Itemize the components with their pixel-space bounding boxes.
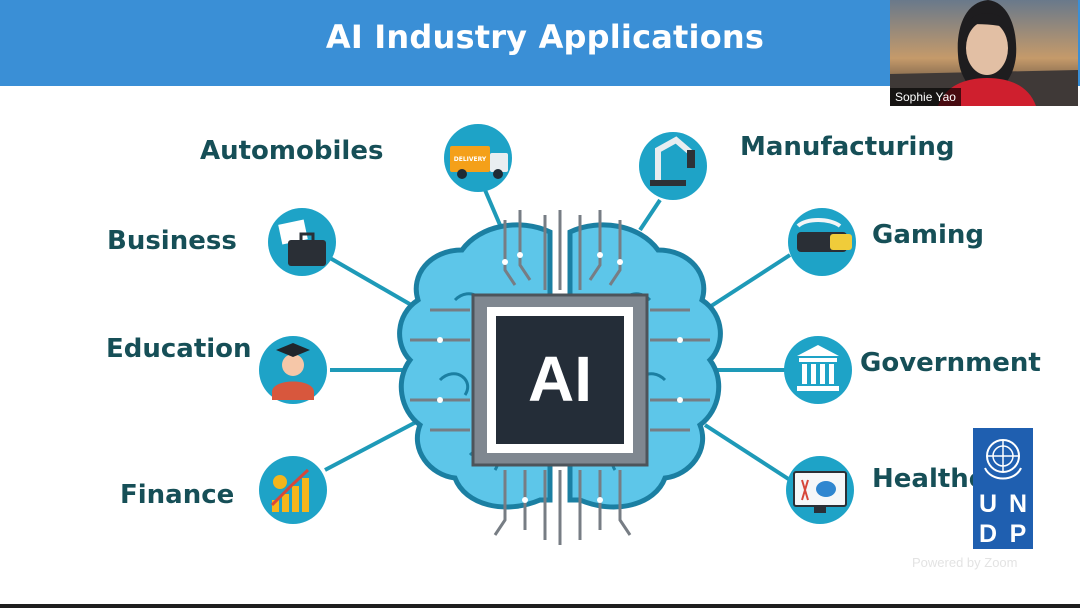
- finance-label: Finance: [120, 480, 235, 510]
- slide-title: AI Industry Applications: [325, 18, 765, 56]
- participant-avatar: [890, 0, 1078, 106]
- healthcare-monitor-icon: [786, 456, 854, 524]
- participant-name: Sophie Yao: [890, 88, 961, 106]
- undp-letter-u: U: [978, 490, 998, 518]
- un-emblem-icon: [984, 439, 1022, 480]
- automobiles-label: Automobiles: [200, 136, 384, 166]
- ai-chip: [471, 293, 649, 467]
- government-building-icon: [784, 336, 852, 404]
- window-bottom-border: [0, 604, 1080, 608]
- circuit-nodes: [437, 252, 683, 503]
- participant-video-tile[interactable]: Sophie Yao: [890, 0, 1078, 106]
- undp-letter-n: N: [1008, 490, 1028, 518]
- undp-letter-d: D: [978, 520, 998, 548]
- powered-by-zoom-watermark: Powered by Zoom: [912, 555, 1018, 570]
- government-label: Government: [860, 348, 1041, 378]
- graduate-icon: [259, 336, 327, 404]
- undp-logo: U N D P: [973, 428, 1033, 549]
- connector-lines: [324, 189, 792, 482]
- business-label: Business: [107, 226, 237, 256]
- briefcase-icon: [268, 208, 336, 276]
- robot-arm-icon: [639, 132, 707, 200]
- gaming-label: Gaming: [872, 220, 985, 250]
- education-label: Education: [106, 334, 252, 364]
- delivery-truck-icon: DELIVERY: [444, 124, 512, 192]
- finance-growth-icon: [259, 456, 327, 524]
- manufacturing-label: Manufacturing: [740, 132, 955, 162]
- vr-headset-icon: [788, 208, 856, 276]
- undp-letter-p: P: [1009, 520, 1027, 548]
- truck-label: DELIVERY: [454, 156, 487, 163]
- chip-label: AI: [528, 343, 592, 415]
